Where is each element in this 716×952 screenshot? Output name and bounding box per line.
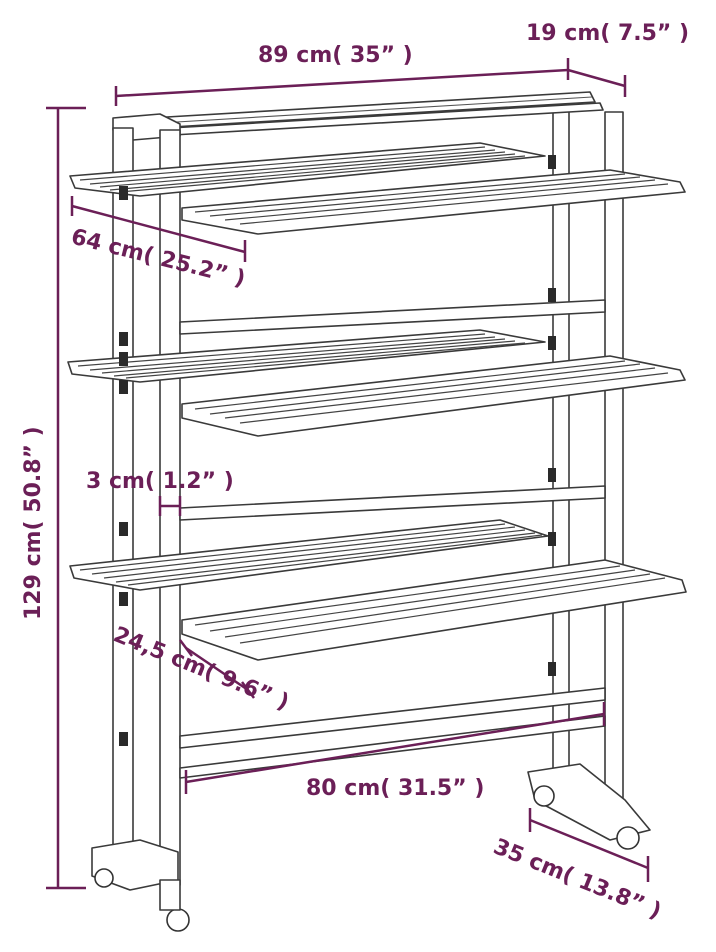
wheel-icon <box>166 908 190 932</box>
open-width-label: 64 cm( 25.2” ) <box>69 225 248 292</box>
shelf-tier-2 <box>67 329 686 437</box>
wheel-icon <box>616 826 640 850</box>
wheel-icon <box>94 868 114 888</box>
base-depth-label: 35 cm( 13.8” ) <box>490 834 665 924</box>
dimension-inner-width: 80 cm( 31.5” ) <box>184 702 606 801</box>
top-rails <box>149 91 604 136</box>
front-right-post <box>604 111 624 803</box>
shelf-tier-1 <box>69 142 686 235</box>
inner-width-label: 80 cm( 31.5” ) <box>306 776 484 801</box>
height-label: 129 cm( 50.8” ) <box>21 426 46 620</box>
dimension-width: 89 cm( 35” ) <box>114 43 570 106</box>
wheel-icon <box>533 785 555 807</box>
left-base <box>91 839 190 932</box>
depth-label: 19 cm( 7.5” ) <box>526 21 689 46</box>
dimension-pole: 3 cm( 1.2” ) <box>86 469 234 516</box>
dimension-depth: 19 cm( 7.5” ) <box>526 21 689 97</box>
bracket-fittings <box>119 155 556 746</box>
dimension-height: 129 cm( 50.8” ) <box>21 106 86 890</box>
front-left-post <box>159 129 181 886</box>
width-label: 89 cm( 35” ) <box>258 43 413 68</box>
right-base <box>527 763 651 850</box>
pole-label: 3 cm( 1.2” ) <box>86 469 234 494</box>
shelf-tier-3 <box>69 519 687 661</box>
